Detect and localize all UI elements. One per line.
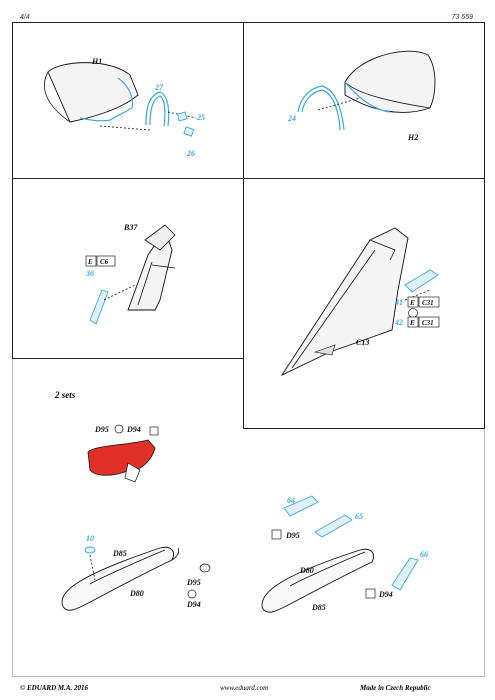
fin-diagram: C13 41 E C31 42 E C31 [280,227,440,377]
label-h1: H1 [91,57,102,66]
label-red-d95: D95 [94,425,109,434]
svg-text:E: E [409,299,415,307]
label-left-d94: D94 [186,600,201,609]
label-pe-36: 36 [85,269,94,278]
footer-made-in: Made in Czech Republic [359,684,431,692]
svg-text:E: E [409,319,415,327]
page-number: 4/4 [20,14,30,21]
label-left-d85: D85 [112,549,127,558]
label-right-d94: D94 [378,590,393,599]
sets-note: 2 sets [54,390,76,400]
label-b37: B37 [123,223,138,232]
label-pe-26: 26 [186,149,195,158]
label-pe-10: 10 [86,534,94,543]
kit-number: 73 559 [451,14,473,21]
label-right-d95: D95 [285,531,300,540]
label-pe-66: 66 [420,550,428,559]
canopy-rear-diagram: H2 24 [287,50,436,142]
footer-copyright: © EDUARD M.A. 2016 [20,684,89,692]
svg-text:E: E [87,258,93,266]
label-right-d85: D85 [311,603,326,612]
label-h2: H2 [407,133,418,142]
label-c6: C6 [100,258,109,266]
tanks-diagram: 2 sets D95 D94 10 D85 D80 D95 D94 64 65 … [54,390,428,613]
label-right-d80: D80 [299,566,314,575]
label-pe-64: 64 [287,496,295,505]
label-pe-42: 42 [394,318,403,327]
label-c31-a: C31 [422,299,434,307]
label-left-d95: D95 [186,578,201,587]
label-red-d94: D94 [126,425,141,434]
seat-rail-diagram: B37 E C6 36 [85,223,176,325]
label-c31-b: C31 [422,319,434,327]
label-pe-65: 65 [355,512,363,521]
label-pe-41: 41 [394,298,403,307]
label-pe-24: 24 [287,114,296,123]
footer-website: www.eduard.com [220,684,268,692]
canopy-front-diagram: H1 27 25 26 [44,57,205,158]
label-left-d80: D80 [129,589,144,598]
label-pe-25: 25 [196,113,205,122]
label-c13: C13 [356,338,369,347]
label-pe-27: 27 [154,83,164,92]
panel-fin [243,178,485,429]
